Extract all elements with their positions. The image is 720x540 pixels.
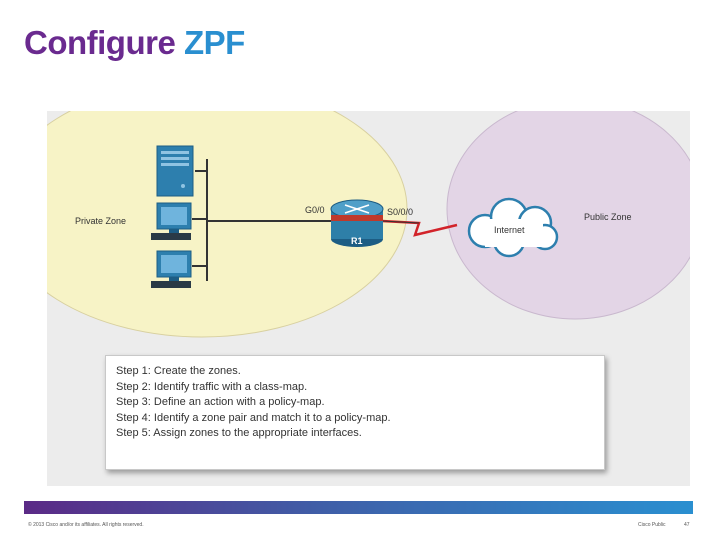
serial-link-ground [381, 220, 420, 224]
public-zone-area [446, 111, 690, 320]
interface-s0-0-0-label: S0/0/0 [387, 207, 413, 217]
step-item: Step 2: Identify traffic with a class-ma… [116, 380, 308, 393]
step-item: Step 1: Create the zones. [116, 365, 241, 377]
private-zone-label: Private Zone [75, 216, 126, 226]
title-part-configure: Configure [24, 24, 176, 61]
pc-icon [151, 250, 192, 288]
internet-label: Internet [494, 225, 525, 235]
server-icon [156, 145, 194, 197]
router-label: R1 [351, 236, 363, 246]
steps-list: Step 1: Create the zones. Step 2: Identi… [116, 364, 604, 442]
copyright-text: © 2013 Cisco and/or its affiliates. All … [28, 522, 144, 528]
public-zone-label: Public Zone [584, 212, 632, 222]
configuration-steps-box: Step 1: Create the zones. Step 2: Identi… [105, 355, 605, 470]
private-zone-area [47, 111, 408, 338]
pc-icon [151, 202, 192, 240]
router-icon [330, 199, 384, 247]
classification-text: Cisco Public [638, 522, 666, 528]
footer-bar [24, 501, 693, 514]
step-item: Step 4: Identify a zone pair and match i… [116, 411, 391, 424]
zpf-topology-figure: Private Zone Public Zone Internet R1 G0/… [47, 111, 690, 486]
slide-title: Configure ZPF [24, 24, 245, 62]
step-item: Step 5: Assign zones to the appropriate … [116, 427, 362, 439]
step-item: Step 3: Define an action with a policy-m… [116, 396, 325, 408]
title-part-zpf: ZPF [184, 24, 245, 61]
topology-diagram: Private Zone Public Zone Internet R1 G0/… [47, 111, 690, 338]
interface-g0-0-label: G0/0 [305, 205, 325, 215]
internet-cloud-icon [467, 197, 559, 258]
page-number: 47 [684, 522, 690, 528]
